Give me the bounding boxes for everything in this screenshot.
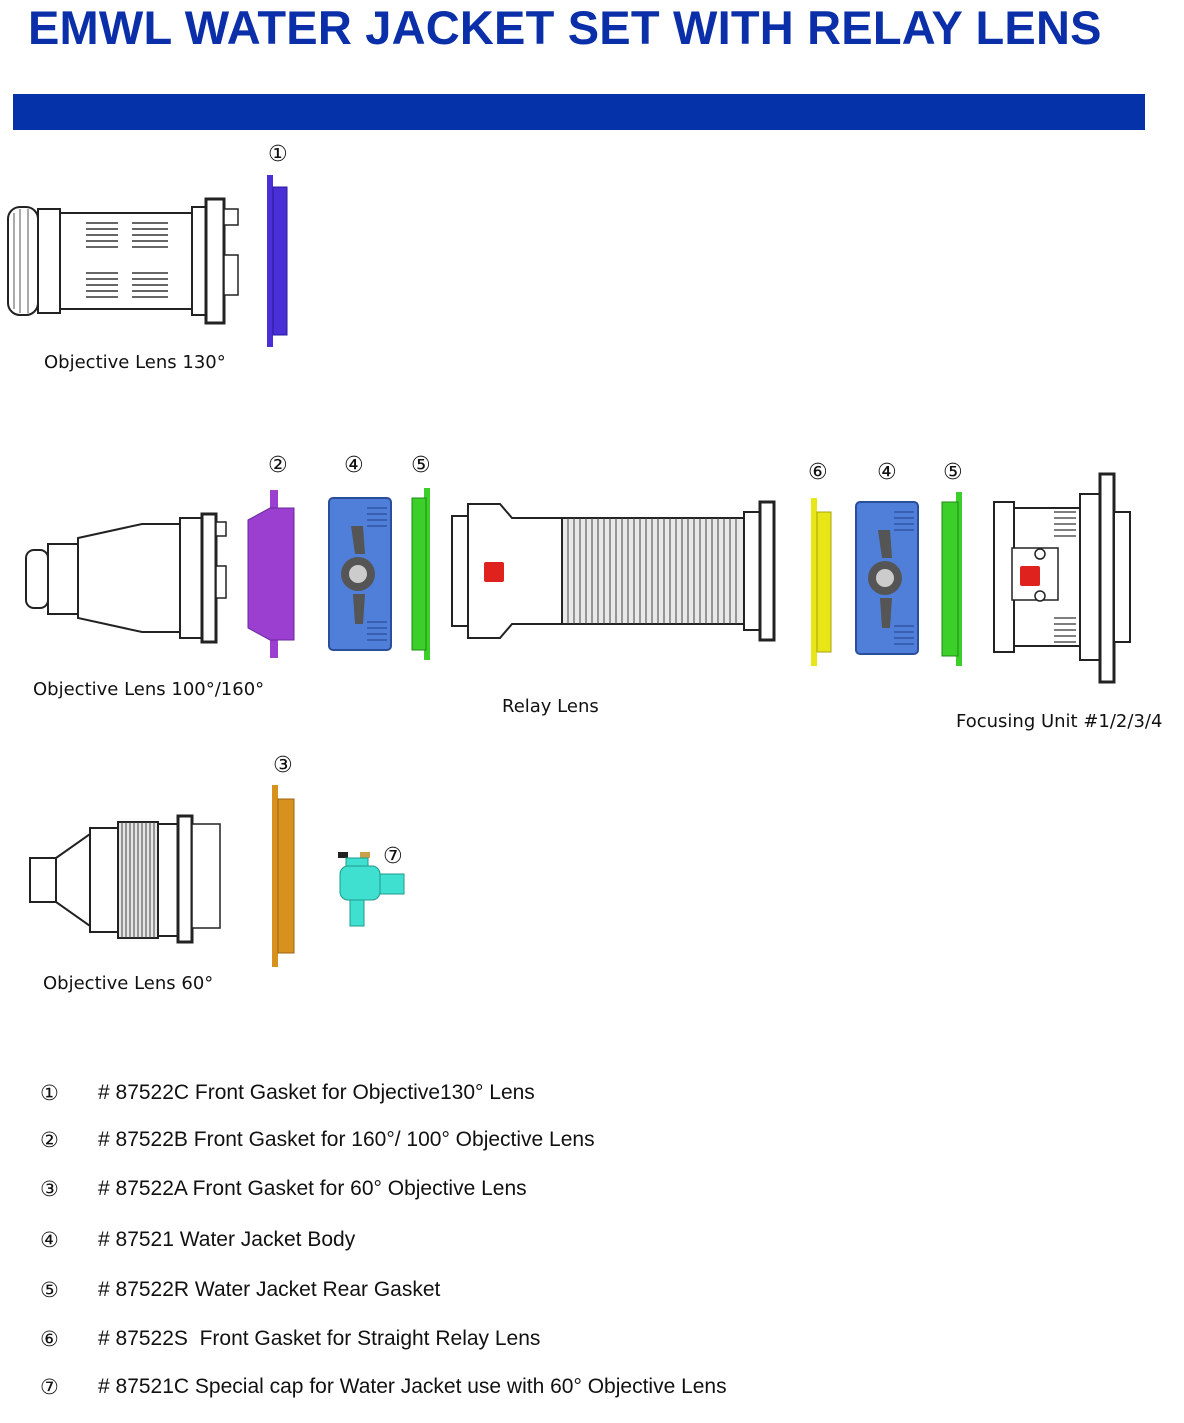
gasket-6-drawing — [811, 498, 832, 666]
legend-number: ③ — [40, 1177, 59, 1201]
gasket-5b-drawing — [941, 492, 962, 666]
objective-lens-100-160-drawing — [25, 512, 227, 644]
callout-4a: ④ — [344, 453, 364, 478]
callout-4b: ④ — [877, 460, 897, 485]
legend-number: ⑥ — [40, 1327, 59, 1351]
callout-6: ⑥ — [808, 460, 828, 485]
gasket-1-drawing — [267, 175, 288, 347]
legend-item: ③ # 87522A Front Gasket for 60° Objectiv… — [40, 1174, 527, 1204]
gasket-2-drawing — [247, 490, 295, 658]
legend-number: ④ — [40, 1228, 59, 1252]
legend-text: # 87522A Front Gasket for 60° Objective … — [98, 1177, 527, 1200]
caption-objective-60: Objective Lens 60° — [43, 973, 214, 994]
water-jacket-body-2-drawing — [855, 501, 919, 655]
legend-number: ② — [40, 1128, 59, 1152]
legend-number: ① — [40, 1081, 59, 1105]
legend-number: ⑦ — [40, 1375, 59, 1399]
callout-1: ① — [268, 142, 288, 167]
relay-lens-drawing — [451, 500, 776, 642]
legend-text: # 87521 Water Jacket Body — [98, 1228, 356, 1251]
gasket-5a-drawing — [411, 488, 430, 660]
legend-text: # 87522B Front Gasket for 160°/ 100° Obj… — [98, 1128, 595, 1151]
caption-objective-130: Objective Lens 130° — [44, 352, 226, 373]
legend-item: ⑤ # 87522R Water Jacket Rear Gasket — [40, 1275, 440, 1305]
objective-lens-130-drawing — [7, 197, 239, 325]
legend-text: # 87521C Special cap for Water Jacket us… — [98, 1375, 727, 1398]
legend-item: ⑥ # 87522S Front Gasket for Straight Rel… — [40, 1324, 540, 1354]
callout-5b: ⑤ — [943, 460, 963, 485]
legend-text: # 87522S Front Gasket for Straight Relay… — [98, 1327, 541, 1350]
callout-7: ⑦ — [383, 844, 403, 869]
caption-focusing-unit: Focusing Unit #1/2/3/4 — [956, 711, 1163, 732]
objective-lens-60-drawing — [29, 814, 221, 944]
header-band — [13, 94, 1145, 130]
legend-item: ④ # 87521 Water Jacket Body — [40, 1225, 355, 1255]
caption-objective-100-160: Objective Lens 100°/160° — [33, 679, 265, 700]
callout-3: ③ — [273, 753, 293, 778]
special-cap-7-drawing — [338, 852, 405, 927]
callout-5a: ⑤ — [411, 453, 431, 478]
water-jacket-body-drawing — [328, 497, 392, 651]
legend-text: # 87522C Front Gasket for Objective130° … — [98, 1081, 535, 1104]
legend-item: ② # 87522B Front Gasket for 160°/ 100° O… — [40, 1125, 595, 1155]
legend-text: # 87522R Water Jacket Rear Gasket — [98, 1278, 441, 1301]
focusing-unit-drawing — [993, 472, 1131, 684]
caption-relay-lens: Relay Lens — [502, 696, 599, 717]
page-title: EMWL WATER JACKET SET WITH RELAY LENS — [28, 1, 1102, 54]
legend-item: ① # 87522C Front Gasket for Objective130… — [40, 1078, 535, 1108]
legend-item: ⑦ # 87521C Special cap for Water Jacket … — [40, 1372, 727, 1402]
gasket-3-drawing — [272, 785, 295, 967]
callout-2: ② — [268, 453, 288, 478]
legend-number: ⑤ — [40, 1278, 59, 1302]
